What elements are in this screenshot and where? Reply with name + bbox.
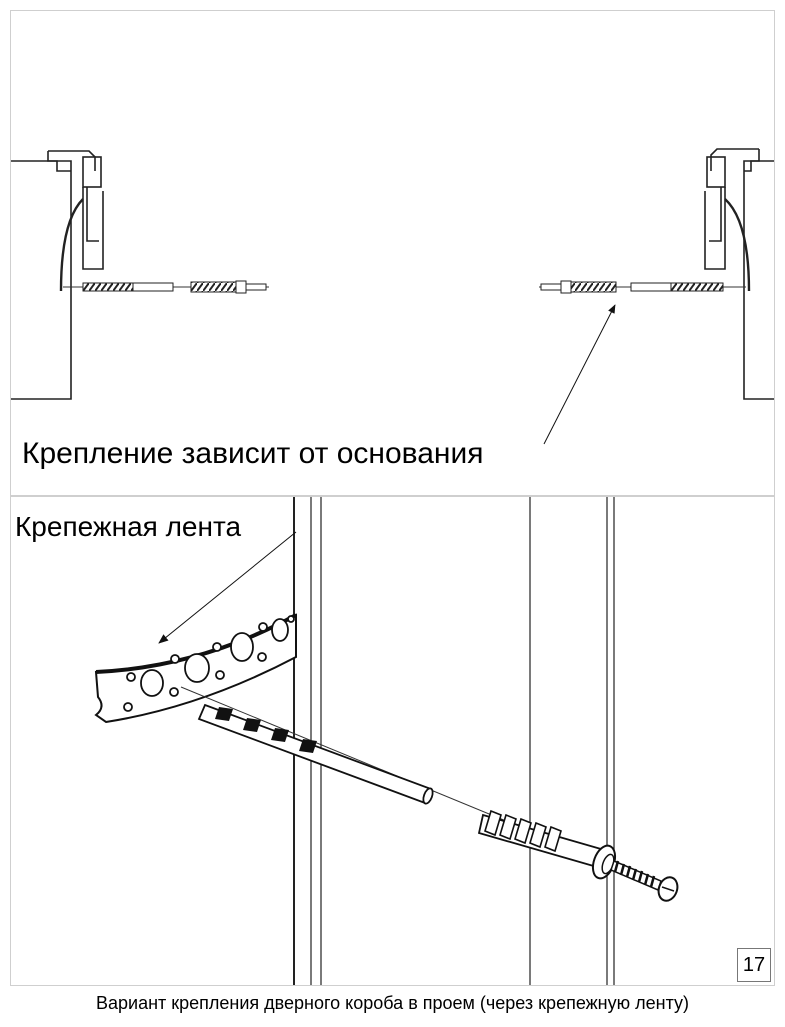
page-number: 17: [737, 948, 771, 982]
frame-mounting-drawing: [11, 148, 774, 445]
pointer-arrow-icon: [543, 304, 616, 445]
door-frame-profile: [293, 497, 615, 985]
strap-callout: Крепежная лента: [15, 511, 242, 542]
frame-profile-left-icon: [47, 150, 104, 292]
mounting-callout: Крепление зависит от основания: [22, 437, 484, 470]
figure-caption: Вариант крепления дверного короба в прое…: [95, 993, 690, 1013]
strap-mounting-drawing: [94, 497, 679, 985]
perforated-strap-icon: [94, 613, 297, 724]
screw-icon: [610, 859, 679, 902]
top-diagram-panel: Крепление зависит от основания: [10, 10, 775, 496]
bottom-diagram-panel: Крепежная лента 17: [10, 496, 775, 986]
pointer-arrow-icon: [158, 531, 297, 644]
anchor-dowel-right-icon: [539, 280, 746, 294]
anchor-dowel-icon: [197, 703, 434, 805]
wall-right: [743, 160, 774, 400]
frame-profile-right-icon: [704, 148, 760, 292]
wall-left: [11, 160, 72, 400]
plastic-anchor-icon: [477, 809, 617, 880]
anchor-dowel-left-icon: [63, 280, 269, 294]
